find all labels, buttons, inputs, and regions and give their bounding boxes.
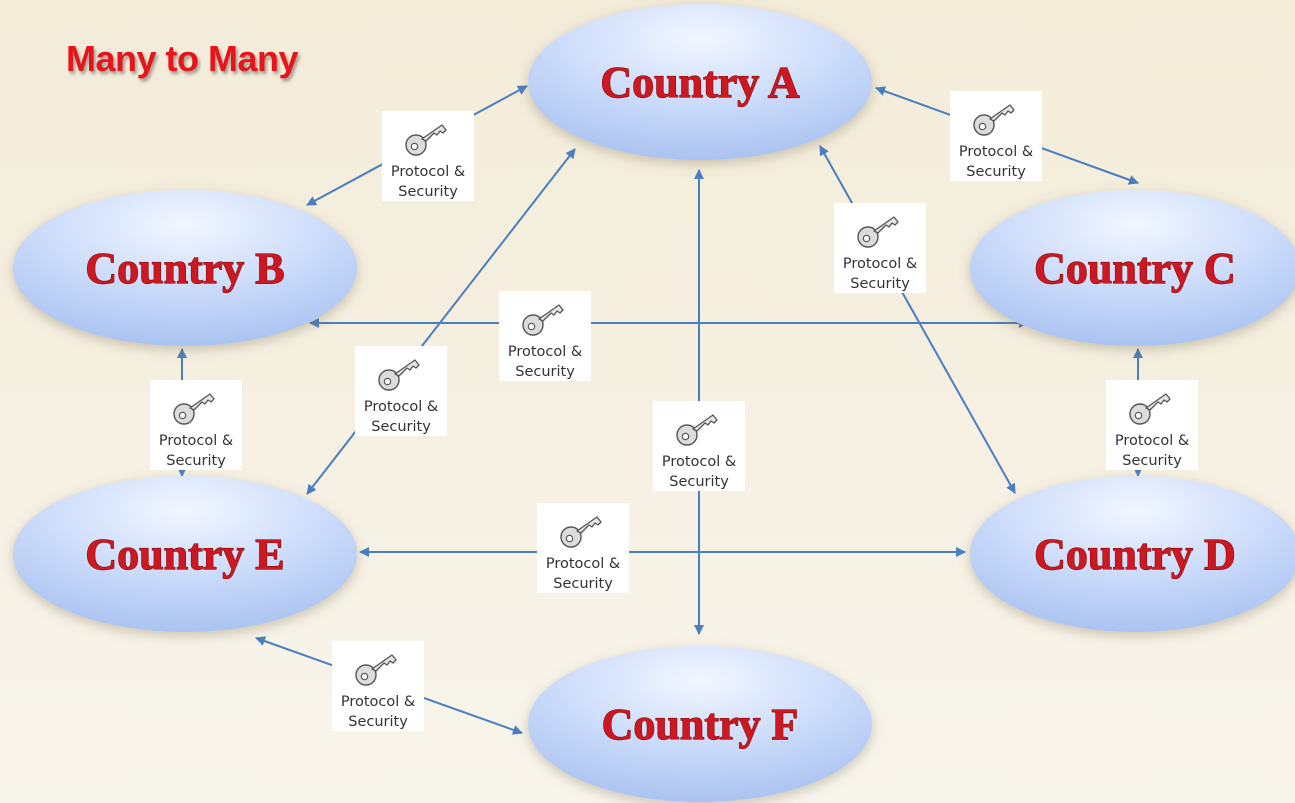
label-line-2: Security	[166, 453, 226, 469]
node-label: Country C	[1034, 244, 1236, 293]
label-background	[950, 91, 1042, 181]
node-ellipse	[13, 476, 357, 632]
label-line-1: Protocol &	[341, 694, 415, 710]
label-line-2: Security	[669, 474, 729, 490]
label-line-1: Protocol &	[662, 454, 736, 470]
label-line-1: Protocol &	[391, 164, 465, 180]
label-background	[653, 401, 745, 491]
protocol-label-c-d: Protocol & Security	[1106, 380, 1198, 470]
label-background	[834, 203, 926, 293]
label-line-1: Protocol &	[959, 144, 1033, 160]
label-line-1: Protocol &	[1115, 433, 1189, 449]
label-line-2: Security	[1122, 453, 1182, 469]
label-line-2: Security	[348, 714, 408, 730]
protocol-label-a-e: Protocol & Security	[355, 346, 447, 436]
label-background	[332, 641, 424, 731]
protocol-label-d-e: Protocol & Security	[537, 503, 629, 593]
node-label: Country A	[600, 58, 799, 107]
protocol-label-a-d: Protocol & Security	[834, 203, 926, 293]
node-country-a: Country A	[528, 4, 872, 160]
node-label: Country E	[85, 530, 284, 579]
node-label: Country B	[85, 244, 284, 293]
node-label: Country D	[1034, 530, 1236, 579]
label-line-2: Security	[398, 184, 458, 200]
node-country-e: Country E	[13, 476, 357, 632]
label-line-2: Security	[850, 276, 910, 292]
label-line-1: Protocol &	[508, 344, 582, 360]
label-line-1: Protocol &	[546, 556, 620, 572]
node-country-f: Country F	[528, 646, 872, 802]
label-line-2: Security	[515, 364, 575, 380]
node-ellipse	[970, 476, 1295, 632]
node-ellipse	[970, 190, 1295, 346]
node-country-b: Country B	[13, 190, 357, 346]
node-ellipse	[528, 4, 872, 160]
label-background	[382, 111, 474, 201]
label-line-1: Protocol &	[364, 399, 438, 415]
protocol-label-a-c: Protocol & Security	[950, 91, 1042, 181]
node-country-c: Country C	[970, 190, 1295, 346]
diagram-title: Many to Many	[66, 38, 299, 79]
label-line-1: Protocol &	[843, 256, 917, 272]
protocol-label-b-c: Protocol & Security	[499, 291, 591, 381]
label-background	[355, 346, 447, 436]
label-background	[537, 503, 629, 593]
label-line-2: Security	[553, 576, 613, 592]
label-background	[150, 380, 242, 470]
node-label: Country F	[602, 700, 799, 749]
connector-a-d	[819, 145, 1016, 494]
protocol-label-e-f: Protocol & Security	[332, 641, 424, 731]
label-background	[1106, 380, 1198, 470]
label-line-1: Protocol &	[159, 433, 233, 449]
nodes: Country A Country B Country C Country D Coun…	[13, 4, 1295, 802]
protocol-label-b-e: Protocol & Security	[150, 380, 242, 470]
node-ellipse	[528, 646, 872, 802]
label-line-2: Security	[966, 164, 1026, 180]
protocol-label-a-b: Protocol & Security	[382, 111, 474, 201]
node-country-d: Country D	[970, 476, 1295, 632]
node-ellipse	[13, 190, 357, 346]
protocol-label-a-f: Protocol & Security	[653, 401, 745, 491]
label-background	[499, 291, 591, 381]
label-line-2: Security	[371, 419, 431, 435]
